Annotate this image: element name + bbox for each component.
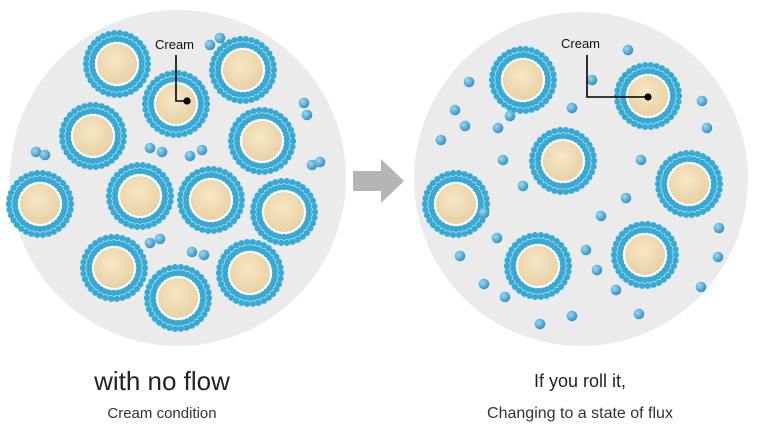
water-particle	[463, 76, 475, 88]
cream-core	[518, 246, 558, 286]
water-particle	[449, 104, 461, 116]
left-micelle	[141, 70, 211, 138]
left-callout-dot	[183, 97, 191, 105]
water-particle	[595, 210, 607, 222]
right-micelle	[421, 170, 491, 238]
left-micelle-group	[5, 30, 319, 332]
water-particle	[696, 95, 708, 107]
water-particle	[214, 32, 226, 44]
left-micelle	[58, 102, 128, 170]
cream-core	[503, 60, 543, 100]
cream-core	[94, 248, 134, 288]
water-particle	[156, 146, 168, 158]
water-particle	[435, 134, 447, 146]
cream-core	[669, 164, 709, 204]
water-particle	[314, 156, 326, 168]
water-particle	[39, 149, 51, 161]
right-callout-dot	[644, 93, 652, 101]
left-micelle	[215, 239, 285, 307]
left-micelle	[5, 170, 75, 238]
water-particle	[566, 310, 578, 322]
left-caption-subtitle: Cream condition	[107, 405, 217, 422]
water-particle	[712, 251, 724, 263]
left-micelle	[82, 30, 152, 98]
water-particle	[566, 102, 578, 114]
water-particle	[154, 233, 166, 245]
left-caption-title: with no flow	[94, 366, 230, 396]
cream-core	[264, 192, 304, 232]
left-micelle	[79, 234, 149, 302]
left-micelle	[176, 166, 246, 234]
cream-core	[97, 44, 137, 84]
left-micelle	[143, 264, 213, 332]
cream-core	[73, 116, 113, 156]
water-particle	[198, 249, 210, 261]
water-particle	[196, 144, 208, 156]
water-particle	[635, 154, 647, 166]
water-particle	[620, 192, 632, 204]
water-particle	[454, 250, 466, 262]
water-particle	[492, 122, 504, 134]
water-particle	[499, 291, 511, 303]
water-particle	[591, 264, 603, 276]
cream-core	[242, 121, 282, 161]
right-micelle	[488, 46, 558, 114]
cream-core	[543, 141, 583, 181]
water-particle	[184, 150, 196, 162]
water-particle	[301, 109, 313, 121]
water-particle	[504, 110, 516, 122]
cream-core	[223, 50, 263, 90]
water-particle	[491, 232, 503, 244]
water-particle	[534, 318, 546, 330]
water-particle	[30, 146, 42, 158]
right-caption-subtitle: Changing to a state of flux	[487, 405, 673, 422]
water-particle	[633, 308, 645, 320]
left-micelle	[208, 36, 278, 104]
right-micelle	[528, 127, 598, 195]
water-particle	[497, 154, 509, 166]
water-particle	[713, 222, 725, 234]
right-caption-title: If you roll it,	[533, 371, 627, 391]
water-particle	[204, 39, 216, 51]
cream-core	[158, 278, 198, 318]
left-particle-group	[30, 32, 326, 261]
water-particle	[478, 207, 490, 219]
right-callout-line	[586, 55, 648, 98]
left-micelle	[105, 162, 175, 230]
cream-core	[436, 184, 476, 224]
water-particle	[459, 120, 471, 132]
water-particle	[306, 159, 318, 171]
cream-core	[20, 184, 60, 224]
water-particle	[695, 281, 707, 293]
right-particle-group	[435, 44, 725, 330]
cream-core	[230, 253, 270, 293]
cream-core	[191, 180, 231, 220]
cream-core	[156, 84, 196, 124]
arrow-right-icon	[353, 159, 404, 203]
water-particle	[622, 44, 634, 56]
water-particle	[517, 180, 529, 192]
water-particle	[478, 278, 490, 290]
water-particle	[186, 246, 198, 258]
left-micelle	[249, 178, 319, 246]
water-particle	[586, 74, 598, 86]
cream-core	[120, 176, 160, 216]
water-particle	[144, 142, 156, 154]
water-particle	[610, 284, 622, 296]
water-particle	[580, 244, 592, 256]
right-micelle	[610, 221, 680, 289]
cream-core	[625, 235, 665, 275]
water-particle	[298, 97, 310, 109]
right-callout-label: Cream	[561, 36, 600, 51]
right-micelle	[503, 232, 573, 300]
right-micelle	[654, 150, 724, 218]
water-particle	[144, 237, 156, 249]
left-callout-label: Cream	[155, 37, 194, 52]
water-particle	[701, 122, 713, 134]
left-micelle	[227, 107, 297, 175]
right-micelle-group	[421, 46, 724, 300]
left-callout-line	[175, 55, 187, 102]
